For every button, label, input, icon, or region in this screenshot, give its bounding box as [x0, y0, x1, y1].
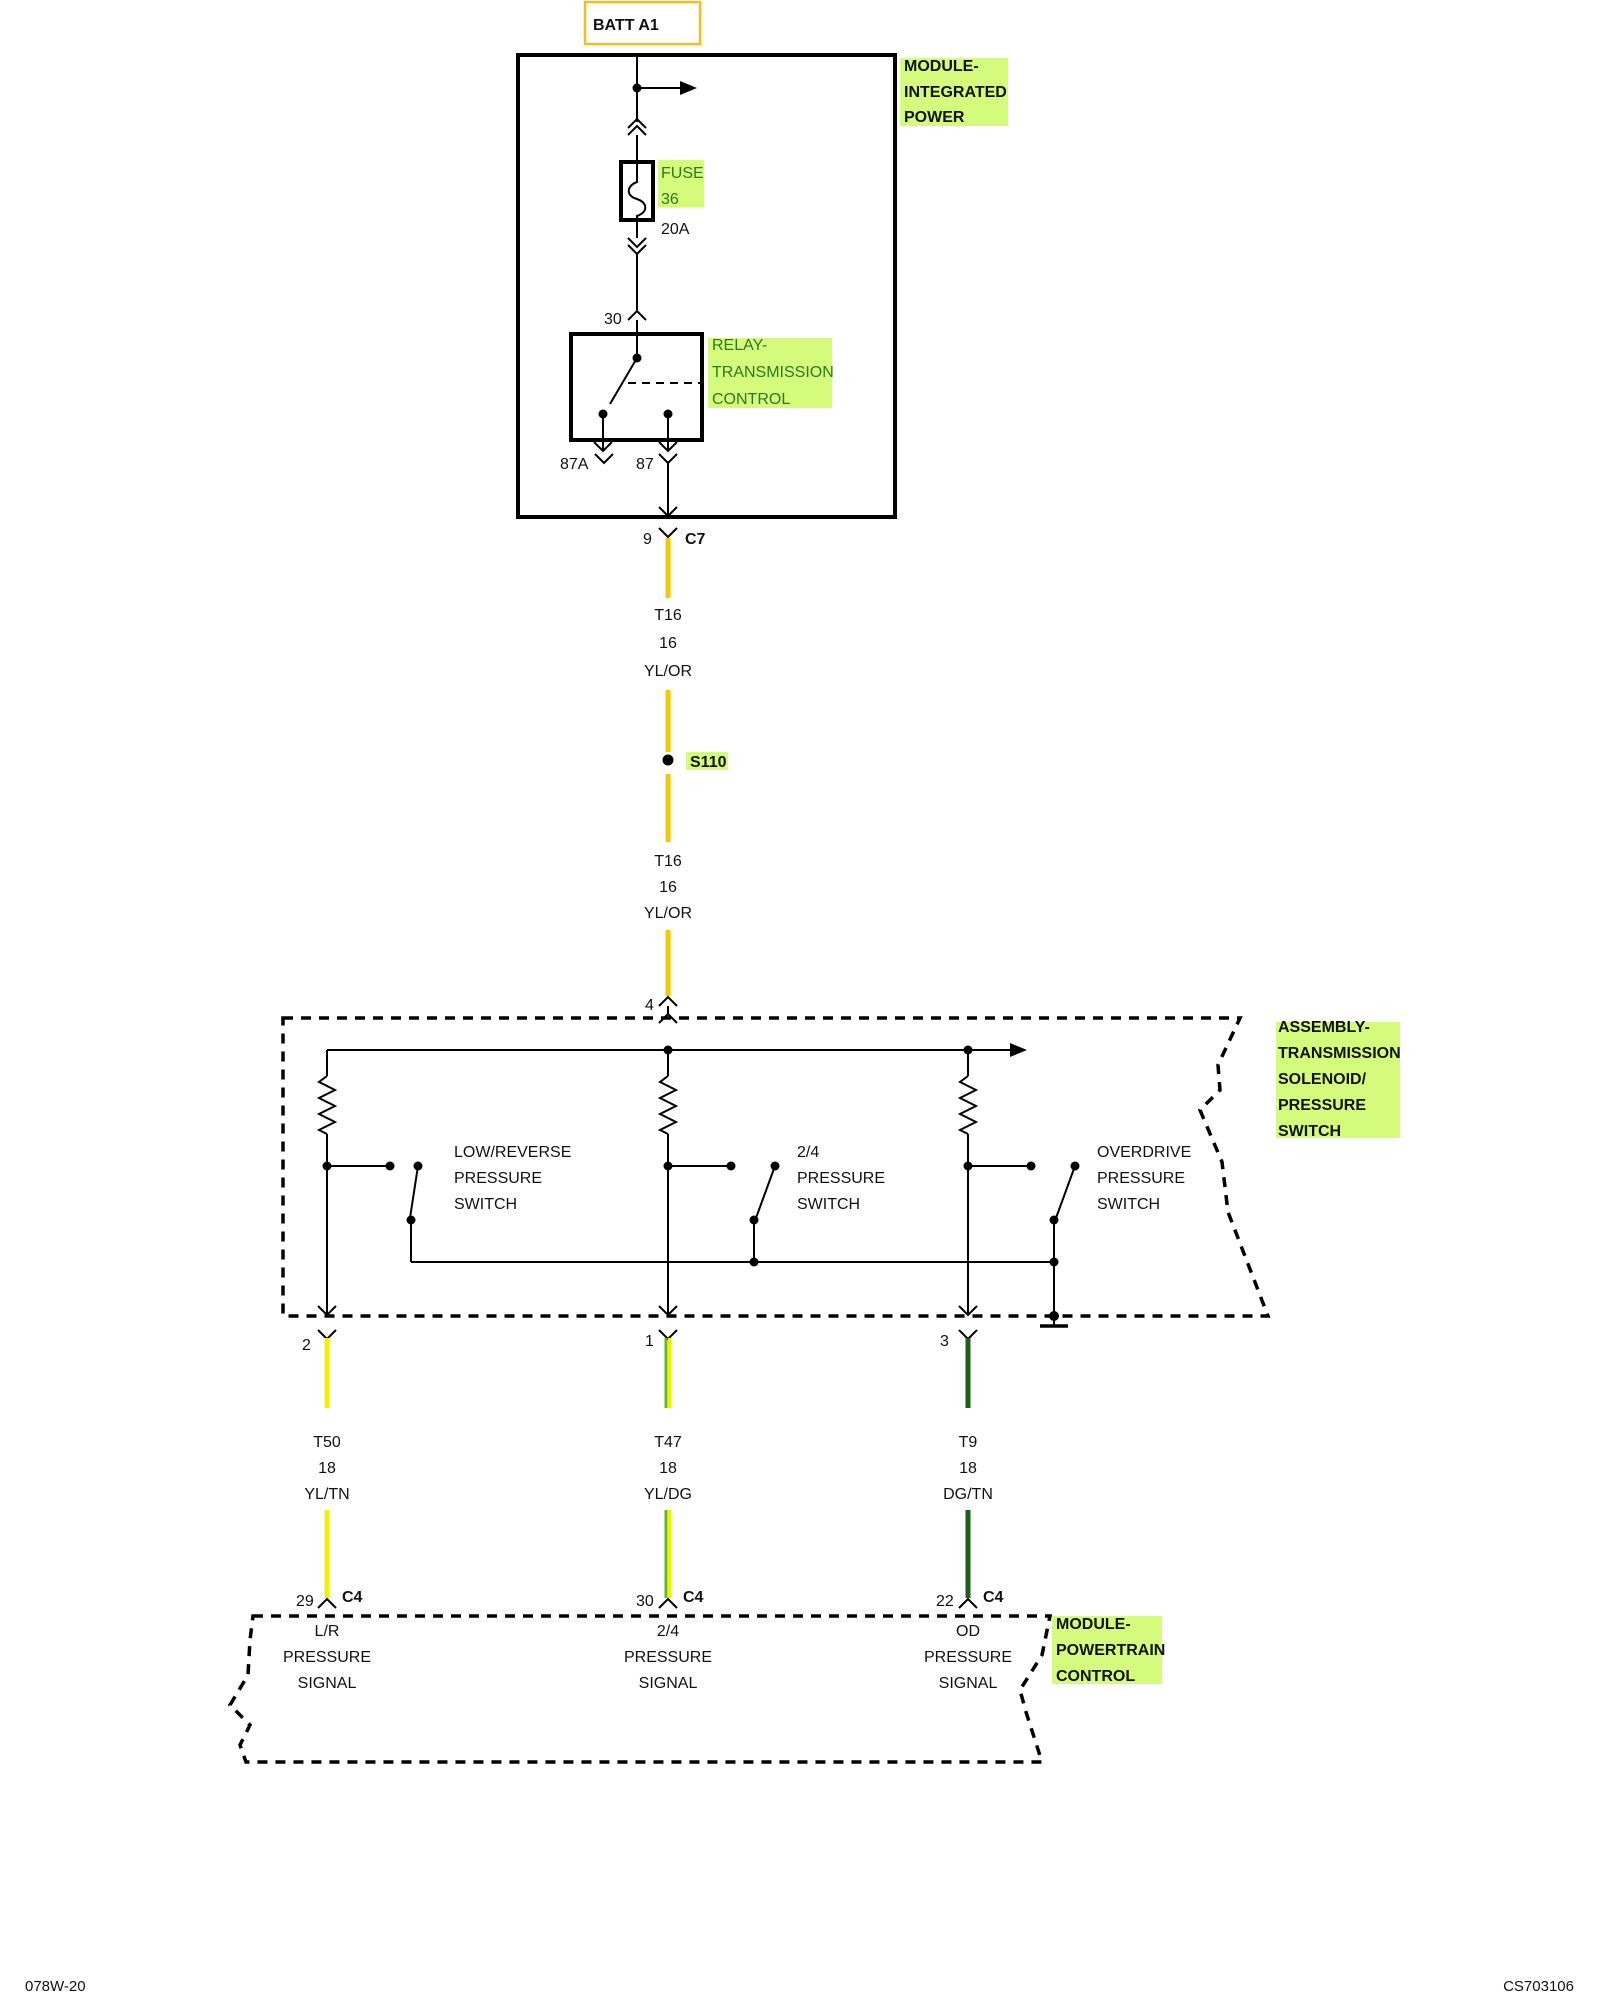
- pcm-lr-label-2: PRESSURE: [283, 1649, 371, 1666]
- powertrain-label-2: POWERTRAIN: [1056, 1642, 1165, 1659]
- wire-lower-circuit: T16: [654, 853, 682, 870]
- switch-24-label-2: PRESSURE: [797, 1170, 885, 1187]
- resistor-lr: [316, 1075, 338, 1135]
- wire-t9-color: DG/TN: [943, 1486, 993, 1503]
- switch-lr-label-2: PRESSURE: [454, 1170, 542, 1187]
- splice-label: S110: [690, 754, 727, 771]
- wire-upper-circuit: T16: [654, 607, 682, 624]
- wire-t47-circuit: T47: [654, 1434, 682, 1451]
- assembly-input-pin: 4: [645, 997, 654, 1014]
- wire-t9-circuit: T9: [959, 1434, 978, 1451]
- fuse-name-1: FUSE: [661, 165, 704, 182]
- splice-highlight: [686, 752, 728, 770]
- powertrain-label-3: CONTROL: [1056, 1668, 1135, 1685]
- powertrain-label-1: MODULE-: [1056, 1616, 1131, 1633]
- assembly-label-1: ASSEMBLY-: [1278, 1019, 1370, 1036]
- pcm-od-label-1: OD: [956, 1623, 980, 1640]
- wire-lower-color: YL/OR: [644, 905, 692, 922]
- relay-box: [569, 332, 704, 442]
- fuse-name-2: 36: [661, 191, 679, 208]
- fuse-rating: 20A: [661, 221, 690, 238]
- resistor-24: [657, 1075, 679, 1135]
- pcm-connector-c4-2: C4: [683, 1589, 704, 1606]
- wire-t50-circuit: T50: [313, 1434, 341, 1451]
- pcm-od-label-3: SIGNAL: [939, 1675, 998, 1692]
- assembly-pin-2: 2: [302, 1337, 311, 1354]
- integrated-power-label-1: MODULE-: [904, 58, 979, 75]
- solenoid-assembly-box: [281, 1016, 1271, 1318]
- switch-od-label-2: PRESSURE: [1097, 1170, 1185, 1187]
- pcm-pin-29: 29: [296, 1593, 314, 1610]
- integrated-power-label-2: INTEGRATED: [904, 84, 1007, 101]
- switch-24-label-1: 2/4: [797, 1144, 819, 1161]
- relay-pin-30: 30: [604, 311, 622, 328]
- assembly-label-4: PRESSURE: [1278, 1097, 1366, 1114]
- fuse-highlight: [658, 160, 704, 207]
- resistor-od: [957, 1075, 979, 1135]
- pcm-connector-c4-3: C4: [983, 1589, 1004, 1606]
- relay-name-3: CONTROL: [712, 391, 790, 408]
- relay-highlight: [708, 338, 832, 408]
- batt-box: [583, 0, 702, 46]
- pcm-24-label-1: 2/4: [657, 1623, 679, 1640]
- powertrain-highlight: [1052, 1616, 1162, 1684]
- relay-pin-87a: 87A: [560, 456, 589, 473]
- solenoid-assembly-highlight: [1276, 1022, 1400, 1138]
- footer-right-code: CS703106: [1503, 1978, 1574, 1995]
- wire-t47-color: YL/DG: [644, 1486, 692, 1503]
- pcm-pin-30: 30: [636, 1593, 654, 1610]
- assembly-label-3: SOLENOID/: [1278, 1071, 1367, 1088]
- assembly-label-2: TRANSMISSION: [1278, 1045, 1401, 1062]
- switch-od-label-3: SWITCH: [1097, 1196, 1160, 1213]
- integrated-power-label-3: POWER: [904, 109, 965, 126]
- integrated-power-highlight: [900, 58, 1008, 126]
- powertrain-module-box: [227, 1614, 1053, 1764]
- pcm-od-label-2: PRESSURE: [924, 1649, 1012, 1666]
- footer-left-code: 078W-20: [25, 1978, 86, 1995]
- pcm-lr-label-1: L/R: [315, 1623, 340, 1640]
- switch-od-label-1: OVERDRIVE: [1097, 1144, 1191, 1161]
- batt-label: BATT A1: [593, 17, 659, 34]
- splice-s110-dot: [662, 754, 674, 766]
- pcm-pin-22: 22: [936, 1593, 954, 1610]
- wire-t9-gauge: 18: [959, 1460, 977, 1477]
- switch-24-label-3: SWITCH: [797, 1196, 860, 1213]
- integrated-power-module-box: [516, 53, 897, 519]
- wire-upper-color: YL/OR: [644, 663, 692, 680]
- assembly-label-5: SWITCH: [1278, 1123, 1341, 1140]
- bus-arrow: [680, 81, 697, 95]
- c7-pin: 9: [643, 531, 652, 548]
- relay-pin-87: 87: [636, 456, 654, 473]
- pcm-24-label-2: PRESSURE: [624, 1649, 712, 1666]
- assembly-pin-3: 3: [940, 1333, 949, 1350]
- wire-t50-color: YL/TN: [304, 1486, 349, 1503]
- c7-name: C7: [685, 531, 706, 548]
- wire-upper-gauge: 16: [659, 635, 677, 652]
- assembly-bus-arrow: [1010, 1043, 1027, 1057]
- pcm-24-label-3: SIGNAL: [639, 1675, 698, 1692]
- wire-t50-gauge: 18: [318, 1460, 336, 1477]
- switch-lr-label-1: LOW/REVERSE: [454, 1144, 571, 1161]
- wire-t47-gauge: 18: [659, 1460, 677, 1477]
- pcm-lr-label-3: SIGNAL: [298, 1675, 357, 1692]
- relay-name-1: RELAY-: [712, 337, 767, 354]
- wire-lower-gauge: 16: [659, 879, 677, 896]
- switch-lr-label-3: SWITCH: [454, 1196, 517, 1213]
- relay-name-2: TRANSMISSION: [712, 364, 834, 381]
- pcm-connector-c4-1: C4: [342, 1589, 363, 1606]
- assembly-pin-1: 1: [645, 1333, 654, 1350]
